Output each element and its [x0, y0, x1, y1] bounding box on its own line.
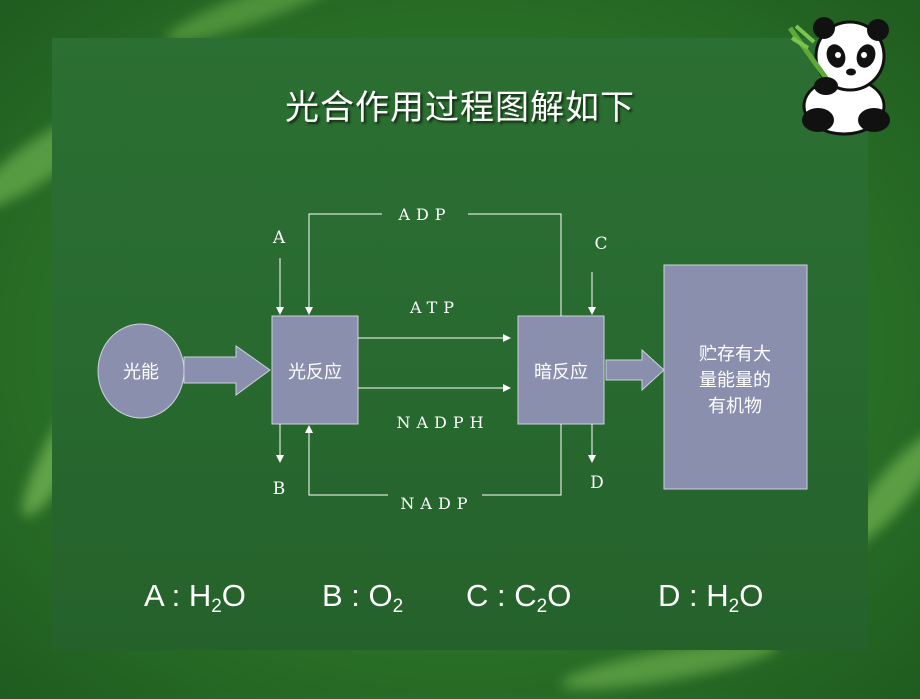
marker-c: C [594, 234, 607, 254]
nadp-flow-line-left [305, 425, 388, 496]
adp-label: ADP [397, 205, 451, 224]
slide-title: 光合作用过程图解如下 [285, 88, 635, 128]
marker-d: D [590, 473, 604, 493]
panda-icon [787, 17, 890, 136]
adp-flow-line-left [305, 213, 382, 315]
answer-formula: H [188, 578, 212, 613]
organic-matter-line-3: 有机物 [708, 396, 762, 417]
answer-subscript: 2 [211, 596, 222, 617]
answer-d: D : H2O [658, 578, 763, 618]
answer-b: B : O2 [322, 578, 403, 618]
dark-reaction-label: 暗反应 [534, 362, 588, 383]
answer-formula: O [368, 578, 393, 613]
organic-matter-line-2: 量能量的 [699, 370, 771, 391]
nadp-label: NADP [400, 494, 473, 513]
answer-subscript: 2 [728, 596, 740, 617]
answer-c: C : C2O [466, 578, 571, 618]
nadph-label: NADPH [396, 413, 489, 432]
dark-reaction-box [517, 315, 605, 425]
answer-separator: : [680, 578, 707, 613]
marker-a: A [272, 228, 286, 248]
light-reaction-box [271, 315, 359, 425]
adp-flow-line [468, 213, 562, 316]
nadp-flow-line [482, 424, 562, 496]
atp-label: ATP [409, 298, 460, 317]
answer-letter: D [658, 578, 681, 613]
organic-matter-box [663, 264, 808, 490]
answer-letter: B [322, 578, 343, 613]
dark-to-organic-arrow [605, 348, 665, 392]
answer-formula-end: O [221, 578, 246, 613]
light-energy-label: 光能 [123, 362, 159, 383]
answer-formula: C [514, 578, 537, 613]
light-to-reaction-arrow [183, 345, 271, 396]
answer-subscript: 2 [392, 596, 404, 617]
answer-formula-end: O [547, 578, 572, 613]
answer-separator: : [162, 578, 189, 613]
answers-row: A : H2O B : O2 C : C2O D : H2O [0, 578, 920, 628]
answer-separator: : [488, 578, 515, 613]
answer-formula: H [706, 578, 729, 613]
answer-subscript: 2 [536, 596, 548, 617]
organic-matter-line-1: 贮存有大 [699, 344, 771, 365]
answer-letter: A [144, 578, 163, 613]
answer-a: A : H2O [144, 578, 246, 618]
answer-separator: : [342, 578, 369, 613]
answer-formula-end: O [739, 578, 764, 613]
light-reaction-label: 光反应 [288, 362, 342, 383]
marker-b: B [273, 479, 286, 499]
answer-letter: C [466, 578, 489, 613]
